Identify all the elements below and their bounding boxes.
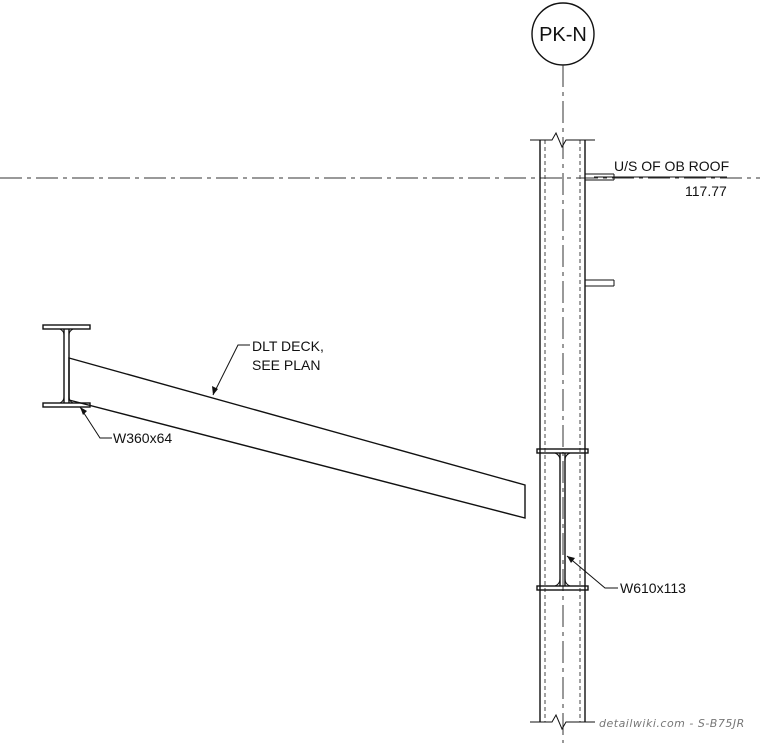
beam-left-label: W360x64 [113, 430, 172, 446]
gridline-pk-n: PK-N [531, 2, 595, 743]
deck-label-line1: DLT DECK, [252, 338, 324, 354]
roof-label: U/S OF OB ROOF [614, 158, 729, 174]
deck-leader [212, 344, 250, 396]
column [530, 131, 595, 731]
roof-bracket-bottom [585, 279, 615, 287]
w610-leader [566, 555, 618, 589]
beam-w610-section [536, 448, 589, 591]
w360-leader [79, 406, 112, 439]
bottom-break-line [530, 713, 595, 731]
dlt-deck [68, 357, 526, 519]
beam-right-label: W610x113 [620, 580, 686, 596]
beam-w360-section [42, 324, 91, 408]
top-break-line [530, 131, 595, 149]
watermark: detailwiki.com - S-B75JR [599, 717, 745, 730]
deck-leader-arrow [212, 386, 218, 395]
deck-label-line2: SEE PLAN [252, 357, 320, 373]
roof-elevation: 117.77 [685, 183, 727, 199]
grid-label: PK-N [539, 24, 587, 46]
